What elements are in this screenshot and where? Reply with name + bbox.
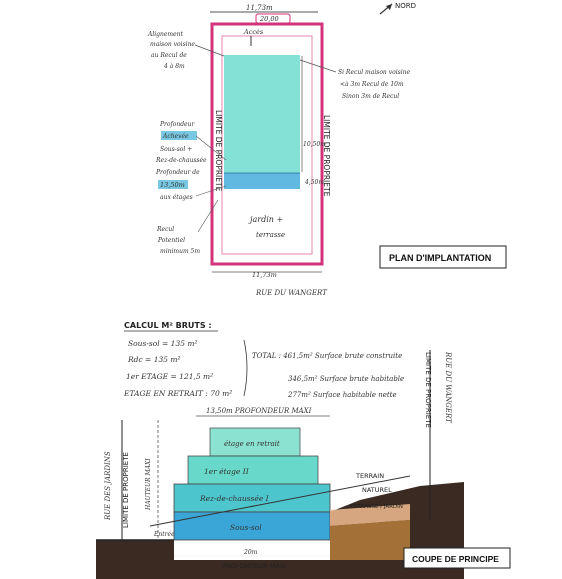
calc-line-setback: ETAGE EN RETRAIT : 70 m² [123, 389, 232, 398]
plan-title: PLAN D'IMPLANTATION [389, 253, 491, 263]
left-label3-line3: aux étages [160, 194, 193, 201]
floor-setback-label: étage en retrait [224, 440, 280, 448]
right-street-label: RUE DU WANGERT [444, 351, 452, 424]
terrain-label-3: TERRASSE / JARDIN [349, 504, 403, 510]
left-property-limit-label: LIMITE DE PROPRIETE [214, 110, 223, 192]
right-limit-label: LIMITE DE PROPRIETE [424, 352, 432, 428]
left-label2-line1: Sous-sol + [160, 146, 192, 153]
section-drawing: 13,50m PROFONDEUR MAXI étage en retrait … [96, 350, 511, 579]
calc-total-habitable: 346,5m² Surface brute habitable [288, 375, 404, 383]
calc-total-net: 277m² Surface habitable nette [287, 391, 397, 399]
left-label4-line3: minimum 5m [160, 248, 200, 255]
property-inner-line [221, 35, 313, 255]
left-label2-line2: Rez-de-chaussée [155, 157, 207, 164]
calc-brace [243, 339, 248, 397]
section-title: COUPE DE PRINCIPE [412, 554, 499, 564]
left-note-line4: 4 à 8m [163, 63, 185, 70]
access-label: Accès [243, 28, 264, 36]
calc-heading: CALCUL M² BRUTS : [124, 321, 212, 330]
calc-line-ground: Rdc = 135 m² [127, 355, 181, 364]
left-note-line1: Alignement [147, 31, 184, 38]
right-property-limit-label: LIMITE DE PROPRIETE [322, 115, 331, 197]
floor-ground-label: Rez-de-chaussée I [199, 494, 270, 503]
floor-first-label: 1er étage II [204, 467, 250, 476]
plan-width-dimension: 11,73m [246, 4, 273, 12]
right-note-line2: <à 3m Recul de 10m [340, 81, 404, 88]
left-label4-leader [197, 199, 219, 233]
terrace-area [330, 504, 410, 526]
plan-street-label: RUE DU WANGERT [255, 289, 328, 297]
dim-middle: 10,50m [303, 141, 326, 148]
height-note: HAUTEUR MAXI [145, 458, 152, 511]
section-depth-dimension: 13,50m PROFONDEUR MAXI [206, 407, 312, 415]
section-title-box [403, 547, 511, 569]
left-limit-label: LIMITE DE PROPRIETE [122, 452, 130, 528]
left-label1-line1: Profondeur [159, 121, 195, 128]
left-street-label: RUE DES JARDINS [104, 451, 112, 521]
north-arrow-icon [379, 3, 393, 15]
left-label1-leader [195, 135, 227, 161]
left-label3-line2: 13,50m [160, 181, 185, 189]
terrain-label-2: NATUREL [362, 486, 392, 494]
left-label1-line2: Achevée [162, 133, 189, 140]
right-note-line3: Sinon 3m de Recul [342, 93, 399, 100]
property-boundary [210, 22, 324, 266]
site-plan: 11,73m 20,00 NORD Accès LIMITE DE PROPRI… [147, 2, 507, 297]
floor-basement-label: Sous-sol [230, 523, 262, 532]
building-footprint [224, 55, 300, 173]
left-label4-line1: Recul [156, 226, 174, 233]
floor-setback [209, 427, 301, 457]
left-label1-highlight [161, 131, 197, 140]
dim-small: 4,50m [304, 179, 324, 186]
left-label3-line1: Profondeur de [155, 169, 200, 176]
base-dimension: 20m [243, 549, 258, 556]
garden-label-line1: jardin + [248, 215, 283, 224]
north-label: NORD [395, 2, 416, 10]
right-note-line1: Si Recul maison voisine [338, 69, 410, 76]
left-note-leader [194, 44, 225, 57]
garden-label-line2: terrasse [256, 231, 285, 239]
area-calculation: CALCUL M² BRUTS : Sous-sol = 135 m² Rdc … [123, 321, 404, 399]
building-ground-extension [224, 173, 300, 189]
floor-first [187, 455, 319, 485]
right-note-leader [299, 59, 337, 73]
calc-line-basement: Sous-sol = 135 m² [128, 339, 198, 348]
soil-layer [330, 520, 410, 560]
floor-ground [173, 483, 331, 513]
left-label4-line2: Potentiel [157, 237, 185, 244]
entry-label: Entrée [153, 531, 175, 538]
slope-line [149, 475, 411, 527]
plan-bottom-dimension: 11,73m [252, 271, 277, 279]
plan-top-tag: 20,00 [259, 15, 279, 23]
base-note: PROFONDEUR MAXI [222, 562, 286, 570]
terrain-label-1: TERRAIN [355, 472, 384, 480]
left-label3-highlight [158, 180, 188, 189]
left-note-line2: maison voisine [150, 41, 195, 48]
left-label3-leader [195, 185, 227, 197]
calc-total-gross: TOTAL : 461,5m² Surface brute construite [252, 352, 402, 360]
plan-title-box [379, 245, 507, 269]
calc-line-first-floor: 1er ETAGE = 121,5 m² [126, 372, 213, 381]
left-note-line3: au Recul de [151, 52, 187, 59]
